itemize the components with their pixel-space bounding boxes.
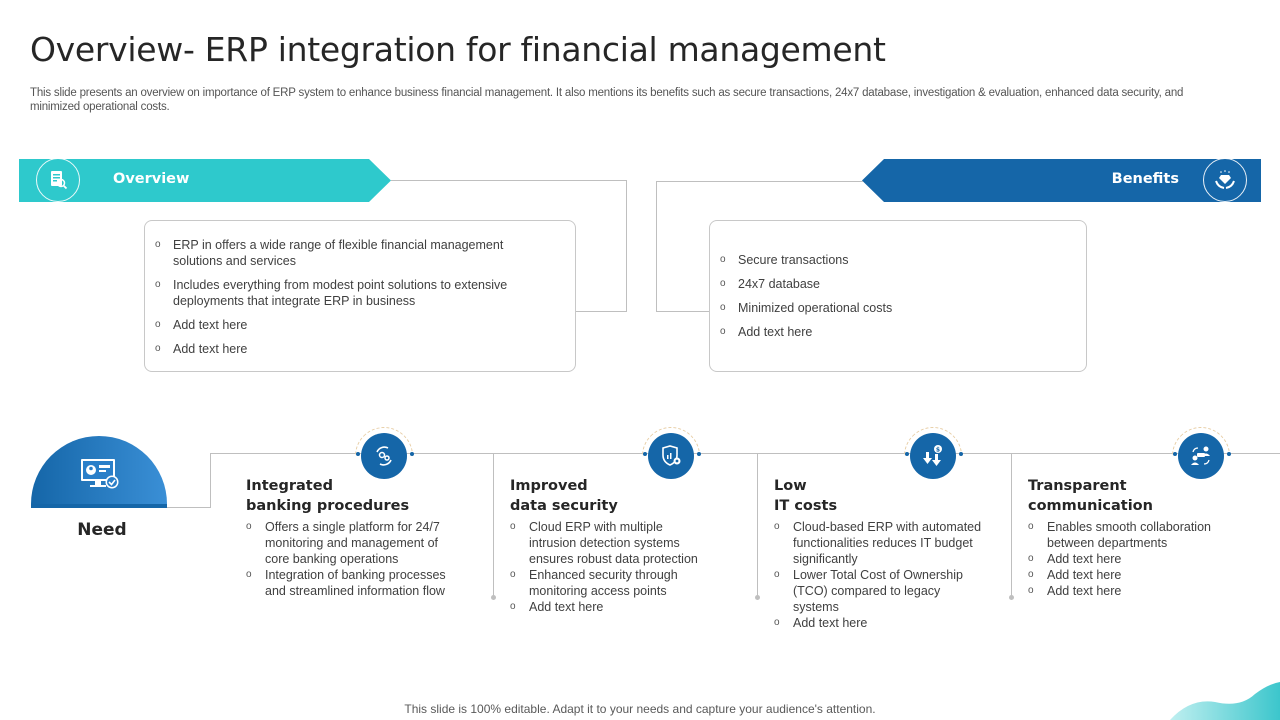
overview-item: Add text here: [145, 317, 575, 333]
column-title: Integrated banking procedures: [246, 478, 410, 514]
column-item: Enables smooth collaboration between dep…: [1028, 519, 1238, 551]
benefits-item: Add text here: [710, 324, 1086, 340]
connector-line: [167, 507, 210, 508]
benefits-label: Benefits: [1111, 171, 1179, 187]
divider-dot: [1009, 595, 1014, 600]
column-item: Integration of banking processes and str…: [246, 567, 446, 599]
column-item: Add text here: [510, 599, 710, 615]
column-item: Add text here: [1028, 583, 1238, 599]
overview-list: ERP in offers a wide range of flexible f…: [145, 221, 575, 357]
need-column-low-it-costs: Low IT costs Cloud-based ERP with automa…: [774, 476, 984, 631]
column-item: Enhanced security through monitoring acc…: [510, 567, 710, 599]
overview-box: ERP in offers a wide range of flexible f…: [144, 220, 576, 372]
node-dot: [697, 452, 701, 456]
node-dot: [905, 452, 909, 456]
node-dot: [1227, 452, 1231, 456]
connector-line: [656, 181, 863, 182]
overview-item: ERP in offers a wide range of flexible f…: [145, 237, 575, 269]
monitor-user-check-icon: [80, 458, 120, 495]
column-item: Add text here: [1028, 567, 1238, 583]
overview-label: Overview: [113, 171, 190, 187]
node-dot: [1173, 452, 1177, 456]
benefits-item: Secure transactions: [710, 252, 1086, 268]
column-title: Improved data security: [510, 478, 618, 514]
need-column-transparent-communication: Transparent communication Enables smooth…: [1028, 476, 1238, 599]
svg-text:$: $: [936, 447, 940, 454]
column-list: Cloud-based ERP with automated functiona…: [774, 519, 984, 631]
need-column-data-security: Improved data security Cloud ERP with mu…: [510, 476, 710, 615]
benefits-item: 24x7 database: [710, 276, 1086, 292]
divider-dot: [755, 595, 760, 600]
timeline-line: [210, 453, 1280, 454]
gears-cycle-icon: [361, 433, 407, 479]
benefits-banner: [862, 159, 1261, 202]
need-label: Need: [77, 520, 127, 540]
connector-line: [575, 311, 627, 312]
decorative-wave: [1170, 682, 1280, 720]
page-subtitle: This slide presents an overview on impor…: [30, 87, 1184, 113]
shield-gear-icon: [648, 433, 694, 479]
connector-line: [391, 180, 627, 181]
need-column-integrated-banking: Integrated banking procedures Offers a s…: [246, 476, 446, 599]
column-item: Cloud ERP with multiple intrusion detect…: [510, 519, 710, 567]
benefits-box: Secure transactions 24x7 database Minimi…: [709, 220, 1087, 372]
diamond-hands-icon: [1203, 158, 1247, 202]
overview-item: Add text here: [145, 341, 575, 357]
connector-line: [656, 311, 710, 312]
overview-item: Includes everything from modest point so…: [145, 277, 575, 309]
connector-line: [656, 181, 657, 312]
divider-line: [1011, 453, 1012, 598]
people-exchange-icon: [1178, 433, 1224, 479]
overview-banner-content: Overview: [19, 158, 391, 202]
column-list: Offers a single platform for 24/7 monito…: [246, 519, 446, 599]
node-dot: [643, 452, 647, 456]
document-search-icon: [36, 158, 80, 202]
footer-note: This slide is 100% editable. Adapt it to…: [404, 702, 876, 716]
divider-dot: [491, 595, 496, 600]
node-dot: [356, 452, 360, 456]
overview-banner: [19, 159, 391, 202]
connector-line: [626, 180, 627, 312]
node-dot: [410, 452, 414, 456]
benefits-banner-content: Benefits: [862, 158, 1261, 202]
column-item: Add text here: [1028, 551, 1238, 567]
divider-line: [757, 453, 758, 598]
column-list: Enables smooth collaboration between dep…: [1028, 519, 1238, 599]
column-item: Cloud-based ERP with automated functiona…: [774, 519, 984, 567]
divider-line: [493, 453, 494, 598]
node-dot: [959, 452, 963, 456]
column-list: Cloud ERP with multiple intrusion detect…: [510, 519, 710, 615]
benefits-item: Minimized operational costs: [710, 300, 1086, 316]
need-dome: [31, 436, 167, 508]
column-title: Low IT costs: [774, 478, 838, 514]
column-item: Offers a single platform for 24/7 monito…: [246, 519, 446, 567]
page-title: Overview- ERP integration for financial …: [30, 30, 886, 69]
connector-line: [210, 453, 211, 508]
benefits-list: Secure transactions 24x7 database Minimi…: [710, 221, 1086, 340]
cost-down-arrows-icon: $: [910, 433, 956, 479]
column-item: Add text here: [774, 615, 984, 631]
column-item: Lower Total Cost of Ownership (TCO) comp…: [774, 567, 984, 615]
column-title: Transparent communication: [1028, 478, 1153, 514]
